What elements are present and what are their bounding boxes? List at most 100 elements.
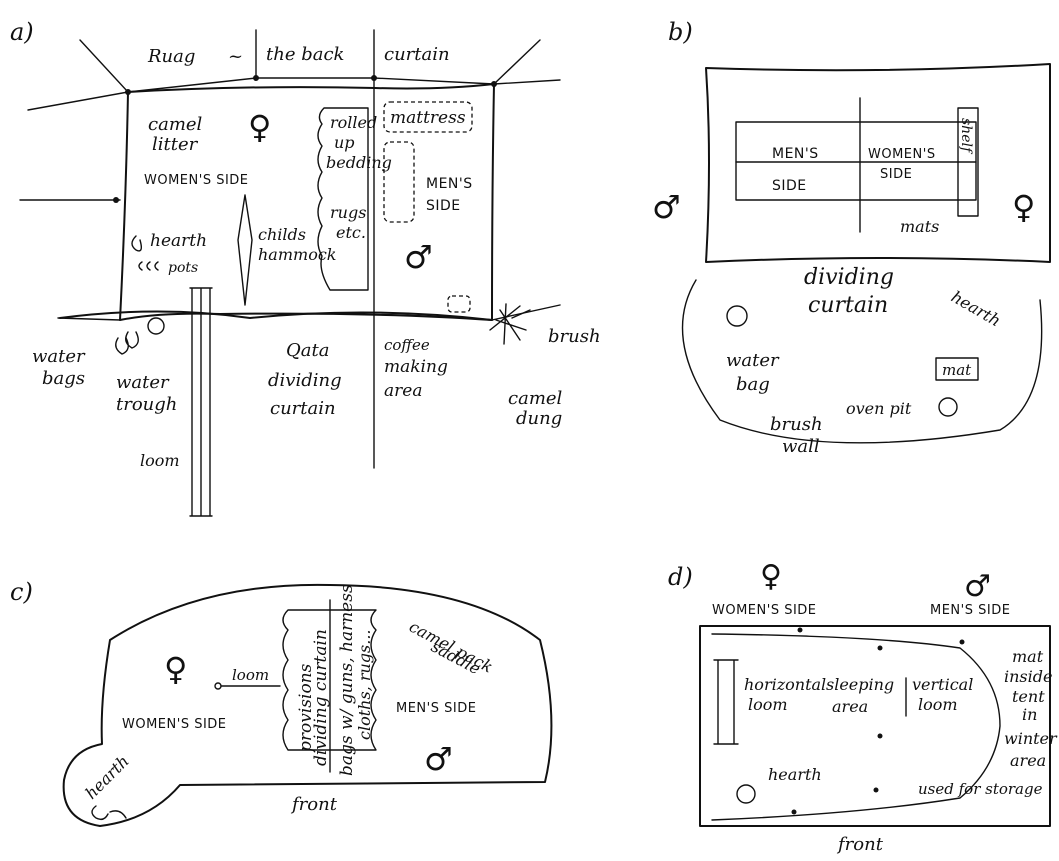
d-female-symbol: ♀ (760, 559, 782, 594)
svg-text:bags: bags (42, 368, 85, 389)
d-mens-side: MEN'S SIDE (930, 603, 1010, 618)
panel-a: a) Ruag ~ the back curtain camel litter … (10, 18, 601, 517)
back-curtain-label-2: the back (266, 44, 344, 65)
svg-text:making: making (384, 357, 448, 377)
hammock-icon (237, 194, 253, 306)
c-storage-outline (282, 609, 377, 751)
c-loom-label: loom (232, 666, 269, 684)
water-bag-icon (726, 305, 748, 327)
b-mat-label: mat (942, 361, 972, 379)
panel-d: d) ♀ ♂ WOMEN'S SIDE MEN'S SIDE horizonta… (668, 559, 1058, 855)
female-symbol: ♀ (248, 108, 271, 146)
camel-dung-label: camel (508, 388, 563, 409)
svg-text:loom: loom (918, 695, 958, 714)
panel-b-letter: b) (668, 18, 693, 46)
water-bags-icon (115, 331, 139, 355)
mats-area (735, 121, 977, 201)
c-dividing-curtain-label: dividing curtain (311, 629, 331, 766)
c-hearth-icon (91, 805, 127, 821)
svg-text:hammock: hammock (258, 245, 336, 264)
sleeping-area-label: sleeping (826, 675, 894, 694)
c-womens-side: WOMEN'S SIDE (122, 717, 227, 732)
svg-text:inside: inside (1004, 667, 1052, 686)
c-cloths-label: cloths, rugs... (355, 630, 374, 741)
coffee-area-box (447, 295, 471, 313)
c-male-symbol: ♂ (424, 740, 453, 778)
shelf-box (957, 107, 979, 217)
b-hearth-label: hearth (948, 287, 1004, 330)
d-mat-label: mat (1012, 647, 1044, 666)
d-hearth-icon (736, 784, 756, 804)
mens-side-label: MEN'S (426, 176, 473, 192)
b-mat-box (935, 357, 979, 381)
svg-text:SIDE: SIDE (772, 178, 807, 194)
b-dividing-curtain-label: dividing (804, 265, 894, 290)
back-curtain-label-3: curtain (384, 44, 450, 65)
panel-d-letter: d) (668, 563, 693, 591)
tent-d-outline (699, 625, 1051, 827)
brush-label: brush (548, 326, 601, 347)
tent-b-outline (705, 63, 1051, 263)
water-trough-label: water (116, 372, 170, 393)
panel-b: b) MEN'S SIDE WOMEN'S SIDE shelf mats ♂ … (652, 18, 1051, 457)
womens-side-label: WOMEN'S SIDE (144, 173, 249, 188)
b-womens-side: WOMEN'S (868, 147, 936, 162)
svg-text:area: area (1010, 751, 1046, 770)
svg-text:wall: wall (782, 436, 820, 457)
horizontal-loom-icon (713, 659, 739, 745)
svg-text:bedding: bedding (326, 153, 392, 172)
c-hearth-label: hearth (81, 751, 132, 802)
d-front-label: front (836, 834, 884, 855)
coffee-label: coffee (384, 336, 430, 354)
back-curtain-label-1: Ruag (147, 46, 195, 67)
tent-a-ropes (19, 29, 561, 321)
hearth-label: hearth (150, 231, 207, 251)
svg-text:~: ~ (228, 46, 243, 67)
bedding-outline (317, 107, 369, 291)
svg-text:loom: loom (748, 695, 788, 714)
c-provisions-label: provisions (296, 663, 316, 752)
svg-text:rugs: rugs (330, 203, 366, 222)
svg-text:area: area (832, 697, 868, 716)
mats-label: mats (900, 217, 939, 236)
svg-text:up: up (334, 133, 355, 152)
camel-litter-label: camel (148, 114, 203, 135)
d-male-symbol: ♂ (964, 569, 991, 604)
mattress-box-2 (383, 141, 415, 223)
d-storage-label: used for storage (918, 780, 1043, 798)
c-female-symbol: ♀ (164, 650, 187, 688)
vertical-loom-label: vertical (912, 675, 973, 694)
b-male-symbol: ♂ (652, 188, 681, 226)
svg-text:curtain: curtain (270, 398, 336, 419)
brush-wall-label: brush (770, 414, 823, 435)
svg-text:etc.: etc. (336, 223, 366, 242)
svg-text:SIDE: SIDE (880, 167, 912, 182)
mattress-label: mattress (390, 108, 466, 128)
oven-pit-label: oven pit (846, 399, 912, 418)
b-female-symbol: ♀ (1012, 188, 1035, 226)
svg-text:trough: trough (116, 394, 177, 415)
svg-text:SIDE: SIDE (426, 198, 461, 214)
panel-a-letter: a) (10, 18, 34, 46)
oven-pit-icon (938, 397, 958, 417)
loom-icon (189, 287, 213, 517)
loom-label: loom (140, 451, 180, 470)
water-trough-icon (147, 317, 165, 335)
svg-text:litter: litter (152, 134, 199, 155)
pots-label: pots (168, 260, 198, 276)
hearth-icon (131, 235, 159, 271)
tent-c-outline (62, 583, 553, 827)
svg-text:area: area (384, 381, 422, 401)
d-mat-outline (711, 633, 1001, 821)
svg-text:dung: dung (516, 408, 562, 429)
horizontal-loom-label: horizontal (744, 675, 826, 694)
panel-c: c) provisions dividing curtain bags w/ g… (10, 578, 553, 827)
brush-icon (489, 303, 531, 345)
b-water-bag-label: water (726, 350, 780, 371)
c-front-label: front (290, 794, 338, 815)
tent-a-front (59, 310, 493, 321)
c-bags-label: bags w/ guns, harness (337, 584, 357, 776)
b-mens-side: MEN'S (772, 146, 819, 162)
svg-text:curtain: curtain (808, 293, 888, 318)
